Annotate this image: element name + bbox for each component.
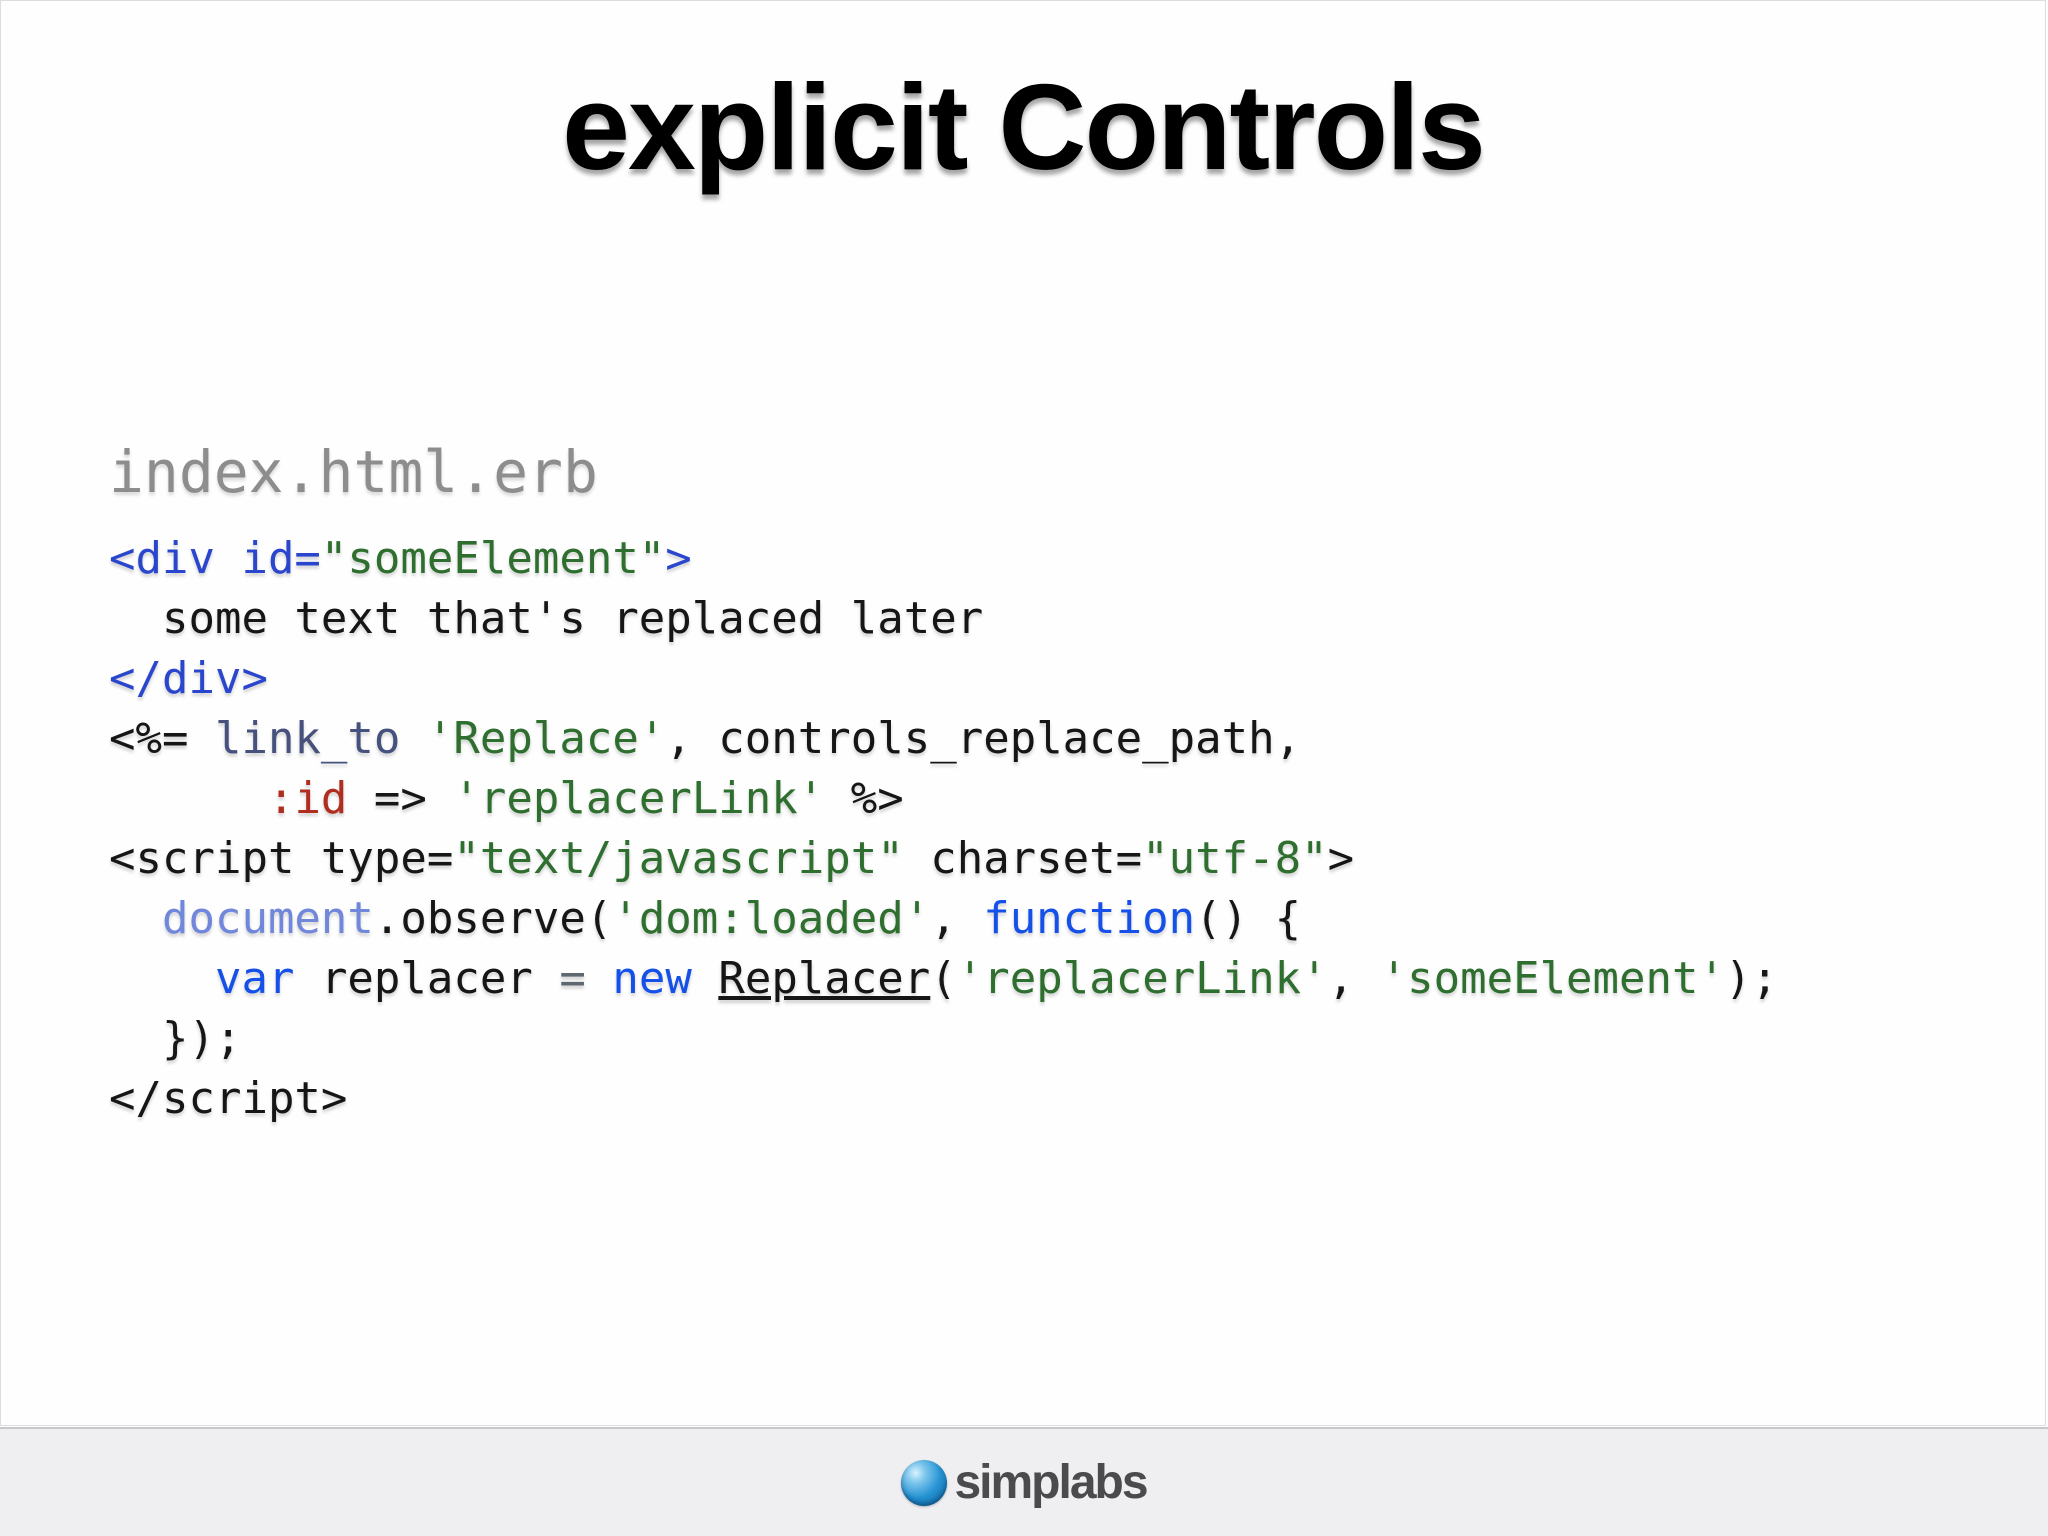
code-token-plain: %>	[824, 773, 904, 824]
code-token-tag: </div>	[109, 653, 268, 704]
code-line: <script type="text/javascript" charset="…	[109, 833, 1354, 884]
code-token-plain: <script type=	[109, 833, 454, 884]
footer: simplabs	[0, 1427, 2048, 1536]
code-token-string: "text/javascript"	[453, 833, 904, 884]
code-token-plain: ,	[1327, 953, 1381, 1004]
code-token-builtin: document	[161, 893, 374, 944]
slide-title: explicit Controls	[562, 59, 1486, 195]
code-token-plain	[586, 953, 613, 1004]
code-filename: index.html.erb	[109, 438, 598, 506]
code-token-plain: () {	[1195, 893, 1302, 944]
code-line: document.observe('dom:loaded', function(…	[109, 893, 1301, 944]
code-line: some text that's replaced later	[109, 593, 983, 644]
code-line: var replacer = new Replacer('replacerLin…	[109, 953, 1778, 1004]
simplabs-logo: simplabs	[901, 1455, 1149, 1510]
code-line: });	[109, 1013, 241, 1064]
code-token-plain: .observe(	[373, 893, 613, 944]
code-token-string: "someElement"	[320, 533, 666, 584]
code-area: index.html.erb <div id="someElement"> so…	[109, 439, 1778, 1129]
code-token-plain	[692, 953, 719, 1004]
code-token-keyword: new	[612, 953, 692, 1004]
code-token-operator: =	[559, 953, 586, 1004]
code-token-plain	[109, 893, 162, 944]
code-token-string: 'replacerLink'	[453, 773, 825, 824]
code-line: </div>	[109, 653, 268, 704]
code-token-string: 'dom:loaded'	[612, 893, 931, 944]
code-line: </script>	[109, 1073, 347, 1124]
code-token-plain	[400, 713, 427, 764]
code-token-string: "utf-8"	[1142, 833, 1328, 884]
code-token-plain: });	[109, 1013, 242, 1064]
code-token-keyword: function	[983, 893, 1196, 944]
code-token-plain: replacer	[294, 953, 560, 1004]
logo-text: simplabs	[954, 1456, 1148, 1509]
logo-circle-icon	[901, 1459, 948, 1506]
code-token-plain: ,	[930, 893, 984, 944]
code-token-plain: charset=	[903, 833, 1143, 884]
code-token-plain	[109, 773, 268, 824]
code-token-plain	[109, 953, 215, 1004]
code-token-string: 'Replace'	[426, 713, 666, 764]
code-token-string: 'replacerLink'	[956, 953, 1328, 1004]
code-line: :id => 'replacerLink' %>	[109, 773, 904, 824]
code-token-plain: some text that's replaced later	[109, 593, 984, 644]
code-token-tag: <div id=	[109, 533, 321, 584]
code-token-plain: >	[1327, 833, 1355, 884]
code-line: <div id="someElement">	[109, 533, 692, 584]
code-token-plain: (	[930, 953, 957, 1004]
code-token-tag: >	[665, 533, 692, 584]
code-token-plain: </script>	[109, 1073, 348, 1124]
code-token-plain: <%=	[109, 713, 215, 764]
code-token-plain: Replacer	[718, 953, 931, 1004]
code-token-symbol: :id	[267, 773, 348, 824]
code-block: <div id="someElement"> some text that's …	[109, 529, 1778, 1129]
slide: explicit Controls index.html.erb <div id…	[0, 0, 2046, 1426]
code-token-plain: , controls_replace_path,	[665, 713, 1302, 764]
code-line: <%= link_to 'Replace', controls_replace_…	[109, 713, 1301, 764]
code-token-keyword: var	[214, 953, 295, 1004]
code-token-plain: =>	[347, 773, 454, 824]
code-token-method: link_to	[214, 713, 401, 764]
code-token-plain: );	[1725, 953, 1778, 1004]
code-token-string: 'someElement'	[1380, 953, 1725, 1004]
